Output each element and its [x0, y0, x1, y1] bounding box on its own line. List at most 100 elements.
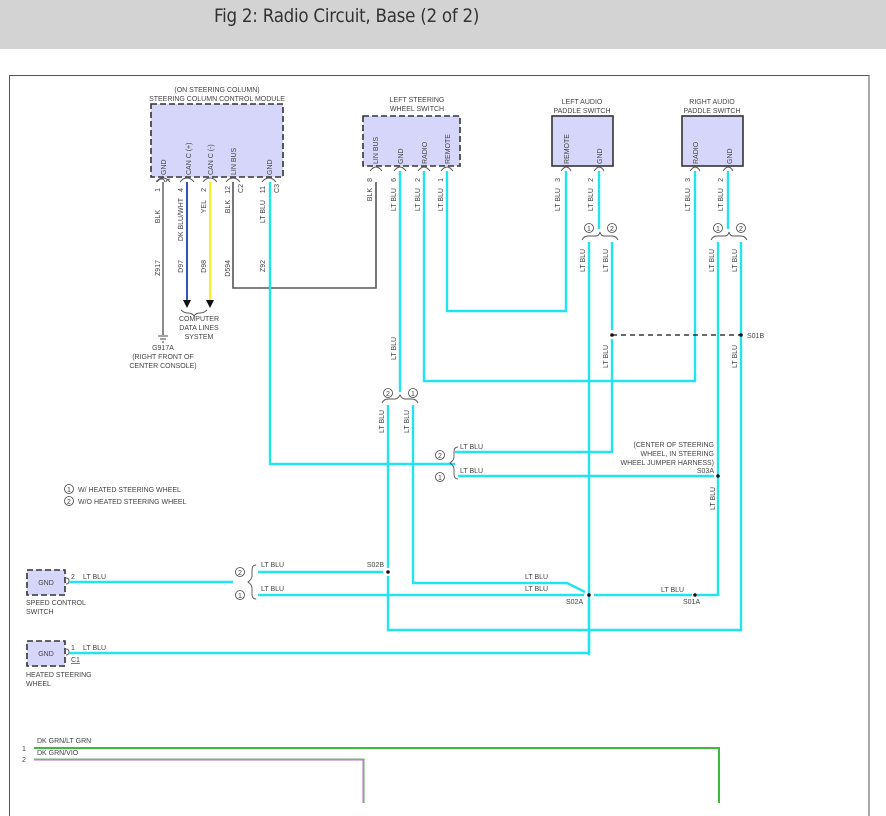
wire-color-label: LT BLU — [404, 410, 411, 433]
sccm-pin-label: CAN C (-) — [208, 144, 215, 175]
rap-pin-label: GND — [727, 148, 734, 164]
sccm-circuit: Z92 — [260, 260, 267, 272]
sccm-module[interactable] — [150, 103, 284, 178]
lsws-pin-number: 2 — [415, 178, 422, 182]
wire-center-opt1[interactable] — [411, 405, 586, 594]
speed-control-switch[interactable] — [26, 569, 66, 596]
lsws-name: LEFT STEERING — [390, 97, 445, 104]
lap-name: LEFT AUDIO — [562, 99, 603, 106]
hsw-connector: C1 — [71, 657, 80, 664]
sccm-wire-color: BLK — [155, 210, 162, 224]
wire-color-label: LT BLU — [261, 562, 284, 569]
legend-marker: 2 — [67, 499, 71, 506]
wire-color-label: LT BLU — [580, 249, 587, 272]
scs-pin-number: 2 — [71, 574, 75, 581]
wire-lsws-remote[interactable] — [445, 171, 568, 313]
data-lines-label: SYSTEM — [185, 334, 214, 341]
lsws-pin-label: GND — [398, 148, 405, 164]
lsws-wire-color: LT BLU — [415, 188, 422, 211]
sccm-circuit: Z917 — [155, 260, 162, 276]
sccm-pin-label: GND — [267, 159, 274, 175]
sccm-pin-number: 12 — [225, 186, 232, 194]
splice-s01a-dot — [693, 593, 697, 597]
splice-s03a-dot — [716, 474, 720, 478]
wire-s01b-to-s03a-opt2[interactable] — [455, 339, 614, 454]
heated-steering-wheel[interactable] — [26, 640, 66, 667]
wire-color-label: LT BLU — [710, 487, 717, 510]
wire-dk-grn-lt-grn[interactable] — [34, 747, 720, 803]
wire-color-label: LT BLU — [391, 337, 398, 360]
rap-name: PADDLE SWITCH — [683, 108, 740, 115]
option-marker: 2 — [739, 226, 743, 233]
lap-wire-color: LT BLU — [588, 188, 595, 211]
option-marker: 1 — [587, 226, 591, 233]
data-lines-label: COMPUTER — [179, 316, 219, 323]
sccm-location: (ON STEERING COLUMN) — [174, 87, 259, 94]
bottom-wire-color: DK GRN/LT GRN — [37, 738, 91, 745]
scs-pin-label: GND — [38, 580, 54, 587]
sccm-circuit: D97 — [178, 260, 185, 273]
sccm-name: STEERING COLUMN CONTROL MODULE — [149, 96, 285, 103]
s03a-note: WHEEL JUMPER HARNESS) — [621, 460, 714, 467]
wire-heated-steering[interactable] — [69, 600, 591, 655]
lap-name: PADDLE SWITCH — [553, 108, 610, 115]
wire-color-label: LT BLU — [379, 410, 386, 433]
wire-color-label: LT BLU — [603, 345, 610, 368]
wire-d594-lin-bus[interactable] — [232, 182, 377, 289]
rap-pin-label: RADIO — [693, 141, 700, 164]
left-steering-wheel-switch[interactable] — [362, 115, 461, 167]
s03a-note: (CENTER OF STEERING — [633, 442, 714, 449]
sccm-pin-label: CAN C (+) — [186, 143, 193, 175]
left-audio-paddle-switch[interactable] — [551, 115, 614, 167]
wire-color-label: LT BLU — [261, 586, 284, 593]
rap-name: RIGHT AUDIO — [689, 99, 735, 106]
rap-wire-color: LT BLU — [718, 188, 725, 211]
s03a-note: WHEEL, IN STEERING — [640, 451, 714, 458]
rap-pin-number: 3 — [685, 178, 692, 182]
legend-text: W/ HEATED STEERING WHEEL — [78, 487, 181, 494]
wire-color-label: LT BLU — [460, 444, 483, 451]
sccm-circuit: D594 — [225, 260, 232, 277]
splice-s01b-label: S01B — [747, 333, 764, 340]
sccm-circuit: D98 — [201, 260, 208, 273]
hsw-name: HEATED STEERING — [26, 672, 92, 679]
ground-id: G917A — [152, 345, 174, 352]
arrow-down-icon — [206, 300, 214, 308]
lap-pin-label: REMOTE — [564, 134, 571, 164]
wire-rap-opt2[interactable] — [386, 242, 743, 632]
wire-color-label: LT BLU — [525, 574, 548, 581]
scs-wire-color: LT BLU — [83, 574, 106, 581]
rap-pin-number: 2 — [718, 178, 725, 182]
legend-text: W/O HEATED STEERING WHEEL — [78, 499, 186, 506]
splice-s01a-label: S01A — [683, 599, 700, 606]
bottom-wire-pin: 2 — [22, 757, 26, 764]
sccm-wire-color: YEL — [201, 200, 208, 213]
bottom-wire-color: DK GRN/VIO — [37, 750, 79, 757]
option-marker: 2 — [238, 570, 242, 577]
wire-color-label: LT BLU — [661, 587, 684, 594]
wire-dk-grn-vio[interactable] — [34, 759, 364, 803]
ground-location: (RIGHT FRONT OF — [132, 354, 194, 361]
figure-header: Fig 2: Radio Circuit, Base (2 of 2) — [0, 0, 886, 49]
wire-color-label: LT BLU — [603, 249, 610, 272]
ground-location: CENTER CONSOLE) — [129, 363, 196, 370]
wire-color-label: LT BLU — [709, 249, 716, 272]
sccm-wire-color: LT BLU — [260, 200, 267, 223]
lsws-wire-color: LT BLU — [391, 188, 398, 211]
wire-z92-ltblu[interactable] — [268, 182, 455, 466]
lsws-name: WHEEL SWITCH — [390, 106, 444, 113]
ground-icon — [158, 335, 168, 343]
bottom-wire-pin: 1 — [22, 746, 26, 753]
sccm-pin-number: 2 — [201, 188, 208, 192]
wire-rap-opt1[interactable] — [697, 242, 720, 597]
wire-color-label: LT BLU — [732, 249, 739, 272]
scs-name: SPEED CONTROL — [26, 600, 86, 607]
right-audio-paddle-switch[interactable] — [681, 115, 744, 167]
wire-lsws-radio[interactable] — [422, 171, 697, 383]
rap-wire-color: LT BLU — [685, 188, 692, 211]
lsws-wire-color: LT BLU — [438, 188, 445, 211]
figure-title: Fig 2: Radio Circuit, Base (2 of 2) — [214, 5, 480, 27]
sccm-wire-color: BLK — [225, 200, 232, 214]
sccm-pin-label: GND — [161, 159, 168, 175]
lap-pin-number: 2 — [588, 178, 595, 182]
